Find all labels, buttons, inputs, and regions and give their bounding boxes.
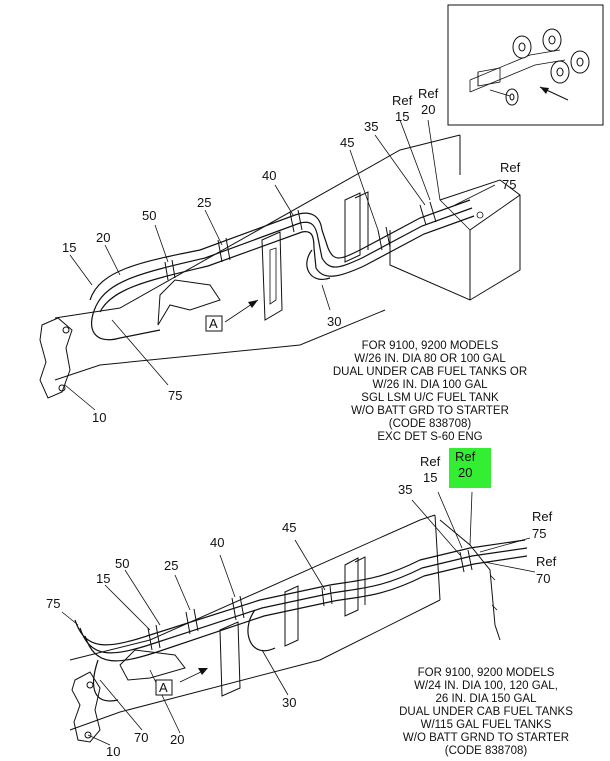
top-assembly <box>39 119 521 411</box>
highlight-ref20-box <box>449 448 491 488</box>
bottom-view-a-box <box>155 679 173 696</box>
top-ref75-label: Ref <box>500 160 521 175</box>
vehicle-inset-view <box>447 4 604 126</box>
bottom-callout-20: 20 <box>170 732 184 747</box>
top-callout-75: 75 <box>168 388 182 403</box>
bottom-note-line: W/O BATT GRND TO STARTER <box>403 732 569 744</box>
top-callout-50: 50 <box>142 208 156 223</box>
top-note-line: DUAL UNDER CAB FUEL TANKS OR <box>333 366 527 378</box>
top-callout-45: 45 <box>340 135 354 150</box>
top-note-line: SGL LSM U/C FUEL TANK <box>361 392 499 404</box>
bottom-callout-70: 70 <box>134 730 148 745</box>
bottom-callout-40: 40 <box>210 535 224 550</box>
top-note-line: (CODE 838708) <box>389 418 472 430</box>
top-application-note: FOR 9100, 9200 MODELS W/26 IN. DIA 80 OR… <box>333 340 527 443</box>
top-callout-40: 40 <box>262 168 276 183</box>
top-note-line: W/26 IN. DIA 80 OR 100 GAL <box>354 353 506 365</box>
bottom-assembly <box>61 491 536 746</box>
bottom-ref70-number: 70 <box>536 571 550 586</box>
top-note-line: W/26 IN. DIA 100 GAL <box>372 379 488 391</box>
top-callout-25: 25 <box>197 195 211 210</box>
top-callout-15: 15 <box>62 240 76 255</box>
top-callout-35: 35 <box>364 119 378 134</box>
bottom-note-line: DUAL UNDER CAB FUEL TANKS <box>399 706 573 718</box>
top-ref15-label: Ref <box>392 93 413 108</box>
bottom-ref20-label: Ref <box>455 449 476 464</box>
bottom-note-line: W/115 GAL FUEL TANKS <box>421 719 552 731</box>
bottom-callout-50: 50 <box>115 556 129 571</box>
bottom-note-line: W/24 IN. DIA 100, 120 GAL, <box>414 680 558 692</box>
top-callout-30: 30 <box>327 314 341 329</box>
bottom-application-note: FOR 9100, 9200 MODELS W/24 IN. DIA 100, … <box>399 667 573 757</box>
top-note-line: FOR 9100, 9200 MODELS <box>362 340 499 352</box>
top-note-line: W/O BATT GRD TO STARTER <box>351 405 509 417</box>
bottom-note-line: (CODE 838708) <box>445 745 528 757</box>
bottom-callout-10: 10 <box>106 744 120 759</box>
bottom-callout-15: 15 <box>96 571 110 586</box>
top-ref20-number: 20 <box>421 102 435 117</box>
bottom-ref75-label: Ref <box>532 509 553 524</box>
top-note-line: EXC DET S-60 ENG <box>377 431 482 443</box>
bottom-callout-35: 35 <box>398 482 412 497</box>
bottom-callout-75: 75 <box>46 596 60 611</box>
bottom-note-line: 26 IN. DIA 150 GAL <box>435 693 537 705</box>
bottom-view-a-label: A <box>159 680 168 695</box>
top-ref20-label: Ref <box>418 86 439 101</box>
bottom-ref15-number: 15 <box>423 470 437 485</box>
top-ref75-number: 75 <box>502 177 516 192</box>
bottom-ref70-label: Ref <box>536 554 557 569</box>
top-view-a-label: A <box>209 316 218 331</box>
top-ref15-number: 15 <box>395 109 409 124</box>
bottom-callout-25: 25 <box>164 558 178 573</box>
bottom-ref20-number: 20 <box>458 465 472 480</box>
bottom-callout-30: 30 <box>282 695 296 710</box>
bottom-note-line: FOR 9100, 9200 MODELS <box>418 667 555 679</box>
top-callout-20: 20 <box>96 230 110 245</box>
top-callout-10: 10 <box>92 410 106 425</box>
bottom-callout-45: 45 <box>282 520 296 535</box>
bottom-ref75-number: 75 <box>532 526 546 541</box>
bottom-ref15-label: Ref <box>420 454 441 469</box>
top-view-a-box <box>205 315 223 332</box>
